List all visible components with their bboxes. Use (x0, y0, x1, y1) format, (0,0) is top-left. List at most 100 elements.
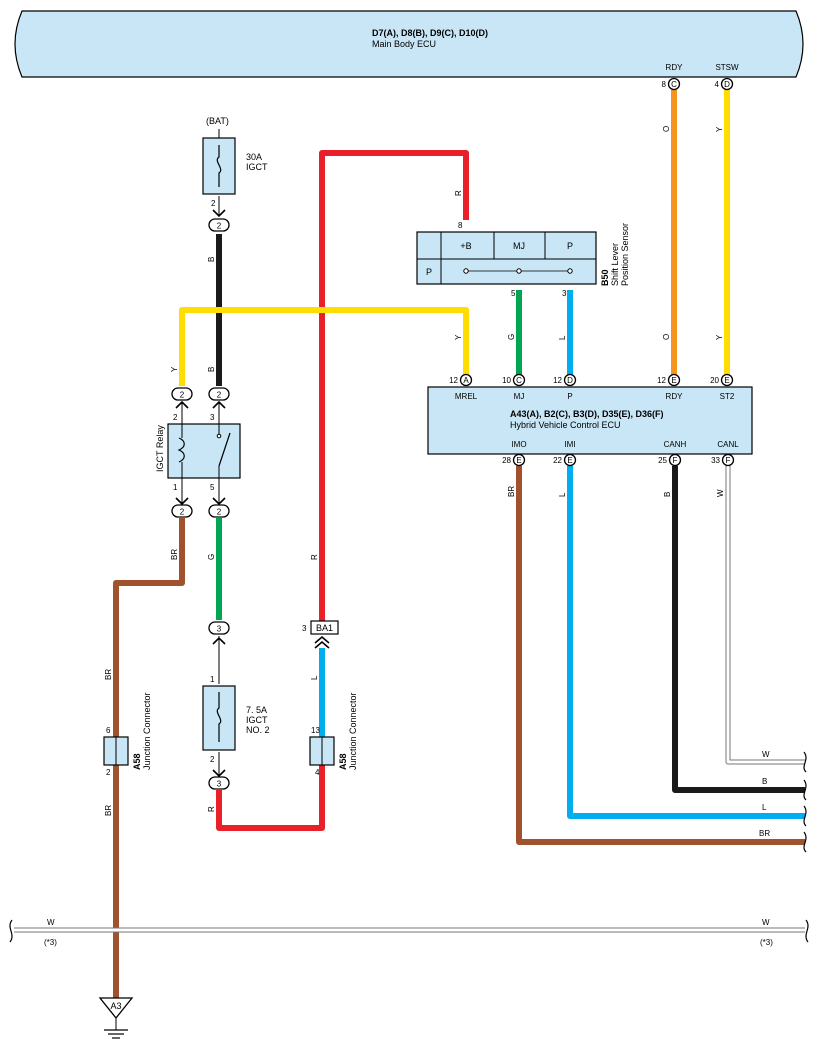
jc-right-code: A58 (338, 753, 348, 770)
lbl-white-canl: W (716, 489, 725, 497)
conn-relay-in-right: 2 (208, 387, 230, 409)
wires (14, 90, 805, 998)
sensor-pin-mj: 5 (511, 289, 516, 298)
conn-relay-out-right-num: 2 (217, 508, 222, 517)
no2-pin-top: 1 (210, 675, 215, 684)
sensor-name-2: Position Sensor (620, 223, 630, 286)
hv-ecu-codes: A43(A), B2(C), B3(D), D35(E), D36(F) (510, 409, 664, 419)
conn-no2-top-num: 3 (217, 625, 222, 634)
junction-connector-left: 6 2 A58 Junction Connector (103, 692, 152, 777)
pin-letter: C (671, 80, 677, 89)
wire-brown-relay (113, 518, 185, 737)
lbl-red-top: R (454, 190, 463, 196)
jc-left-name: Junction Connector (142, 692, 152, 770)
lbl-orange-top: O (662, 126, 671, 132)
pin-number: 10 (502, 376, 511, 385)
lbl-bus-left-note: (*3) (44, 938, 57, 947)
wire-red-fuse (216, 765, 325, 831)
lbl-blue-jc: L (310, 675, 319, 680)
pin-number: 12 (449, 376, 458, 385)
pin-name: STSW (715, 63, 739, 72)
igct-relay: IGCT Relay 2 3 1 5 (155, 413, 241, 492)
shift-lever-position-sensor: +B MJ P P B50 Shift Lever Position Senso… (416, 221, 630, 298)
pin-name: RDY (666, 63, 684, 72)
ba1-chevron-icon (314, 635, 330, 649)
lbl-brown-low: BR (104, 805, 113, 816)
main-body-ecu-codes: D7(A), D8(B), D9(C), D10(D) (372, 28, 488, 38)
pin-letter: D (567, 376, 573, 385)
oval-connectors: 2 2 2 2 2 3 3 (171, 209, 230, 790)
conn-relay-out-left: 2 (171, 497, 193, 518)
pin-terminal-icon (459, 373, 473, 387)
pin-number: 12 (657, 376, 666, 385)
pin-letter: C (516, 376, 522, 385)
conn-no2-bottom: 3 (208, 769, 230, 790)
pin-number: 4 (715, 80, 720, 89)
hv-control-ecu: A43(A), B2(C), B3(D), D35(E), D36(F) Hyb… (427, 386, 753, 455)
pin-terminal-icon (720, 77, 734, 91)
ba1-pin: 3 (302, 624, 307, 633)
relay-name: IGCT Relay (155, 425, 165, 472)
pin-terminal-icon (512, 373, 526, 387)
wire-blue-imi (567, 466, 805, 819)
lbl-blue-imi: L (558, 492, 567, 497)
lbl-bus-left: W (47, 918, 55, 927)
lbl-green-relay: G (207, 554, 216, 560)
pin-terminal-icon (668, 453, 682, 467)
conn-relay-in-left-num: 2 (180, 391, 185, 400)
pin-terminal-icon (512, 453, 526, 467)
jc-right-name: Junction Connector (348, 692, 358, 770)
conn-relay-out-left-num: 2 (180, 508, 185, 517)
pin-name: RDY (666, 392, 684, 401)
lbl-bus-right-note: (*3) (760, 938, 773, 947)
lbl-brown-relay: BR (170, 549, 179, 560)
pin-letter: E (724, 376, 729, 385)
pin-letter: F (726, 456, 731, 465)
sensor-code: B50 (600, 269, 610, 286)
sensor-col-b: +B (460, 241, 471, 251)
pin-name: IMI (564, 440, 575, 449)
ground-icon (98, 997, 134, 1020)
conn-relay-in-right-num: 2 (217, 391, 222, 400)
ba1-code: BA1 (316, 623, 333, 633)
pin-terminal-icon (563, 373, 577, 387)
pin-name: MJ (514, 392, 525, 401)
relay-pin-br: 5 (210, 483, 215, 492)
lbl-blue-p: L (558, 335, 567, 340)
lbl-yellow-mrel: Y (454, 334, 463, 340)
sensor-col-p: P (567, 241, 573, 251)
jc-left-code: A58 (132, 753, 142, 770)
pin-number: 33 (711, 456, 720, 465)
pin-letter: E (516, 456, 521, 465)
jc-right-bottom: 4 (315, 768, 320, 777)
igct-no2-fuse: 7. 5A IGCT NO. 2 1 2 (202, 675, 270, 764)
ground-a3: A3 (98, 997, 134, 1039)
lbl-green-mj: G (507, 334, 516, 340)
lbl-bus-right: W (762, 918, 770, 927)
wire-red-sensor (319, 150, 469, 622)
mbecu-pin-stsw: D4 STSW (715, 63, 739, 91)
igct-out-pin: 2 (211, 199, 216, 208)
lbl-right-br: BR (759, 829, 770, 838)
relay-pin-bl: 1 (173, 483, 178, 492)
igct-source: (BAT) (206, 116, 229, 126)
sensor-pin-p: 3 (562, 289, 567, 298)
junction-connector-right: 13 4 A58 Junction Connector (309, 692, 358, 777)
pin-letter: A (463, 376, 469, 385)
wire-labels: R O Y O Y B Y B Y G L BR G R BR L BR R B… (44, 126, 773, 947)
lbl-black-igct: B (207, 257, 216, 262)
pin-letter: D (724, 80, 730, 89)
no2-fuse-name-2: NO. 2 (246, 725, 270, 735)
jc-left-top: 6 (106, 726, 111, 735)
sensor-col-mj: MJ (513, 241, 525, 251)
lbl-orange-bottom: O (662, 334, 671, 340)
pin-number: 20 (710, 376, 719, 385)
lbl-red-fuse: R (207, 806, 216, 812)
conn-no2-top: 3 (208, 621, 230, 645)
